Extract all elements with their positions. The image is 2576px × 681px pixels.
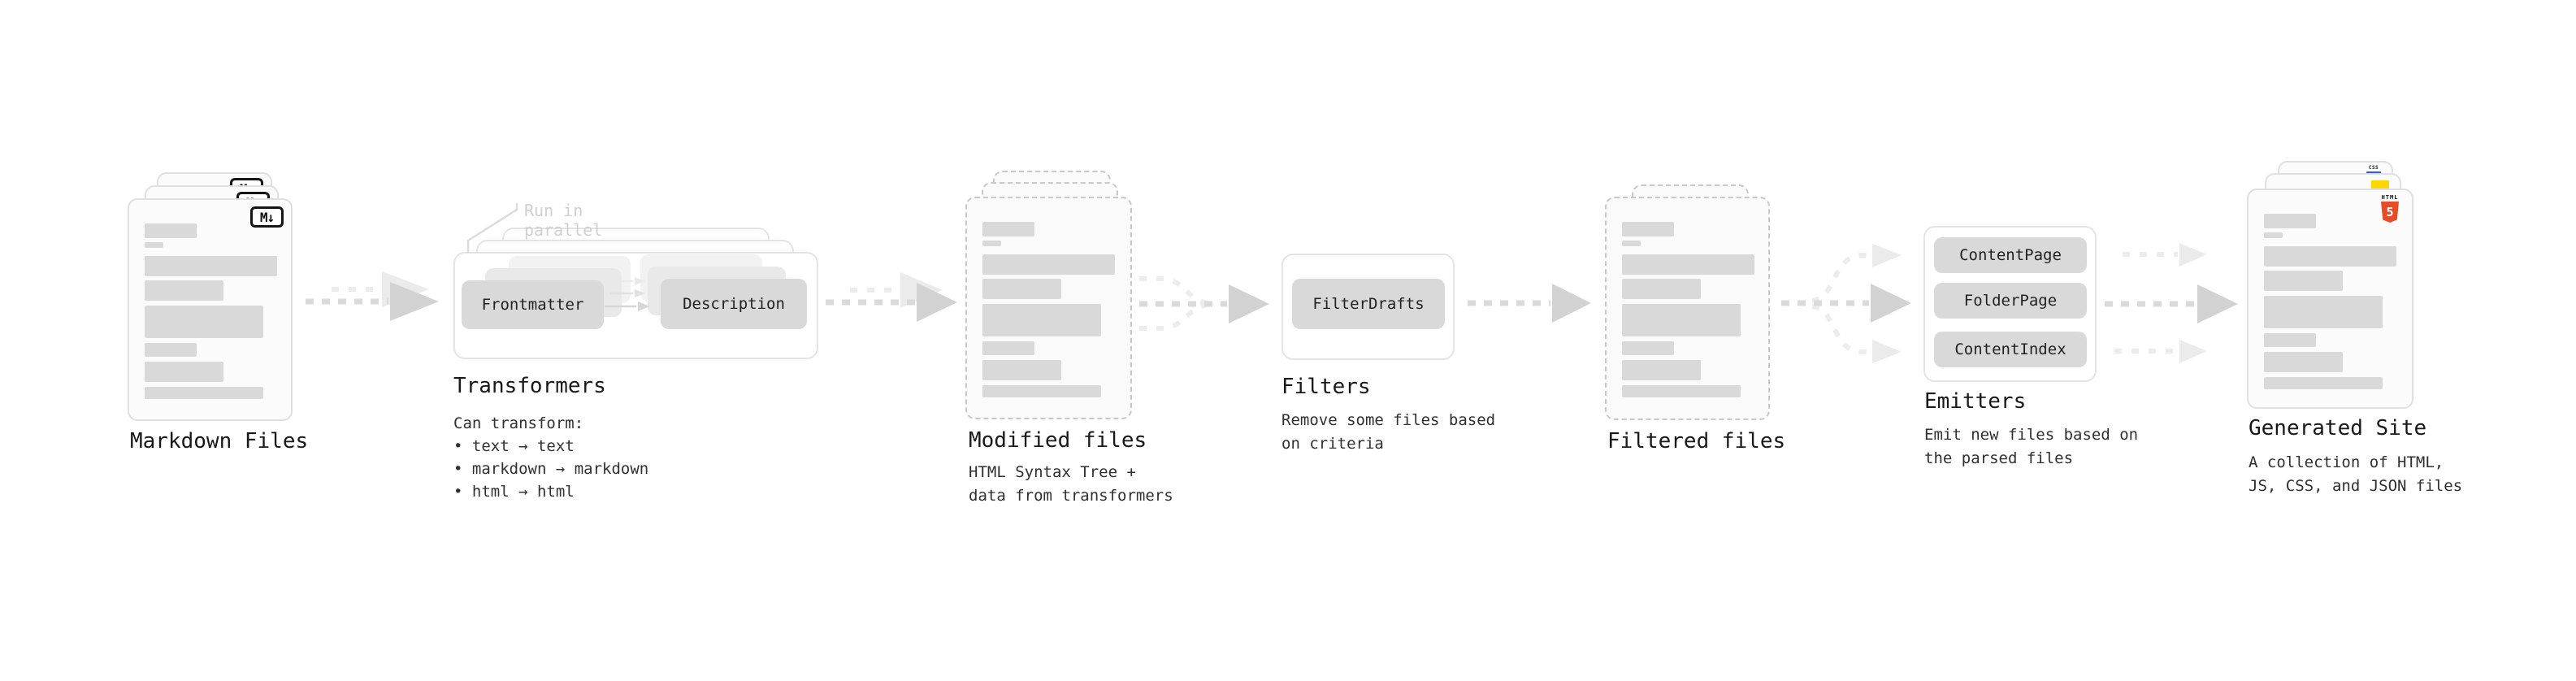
filters-description: Remove some files based on criteria (1281, 409, 1495, 456)
doc-line (982, 360, 1061, 380)
arrow-transformers-to-modified-icon (826, 272, 957, 322)
description-line: HTML Syntax Tree + (969, 463, 1136, 481)
doc-line (145, 343, 197, 357)
doc-line (1622, 279, 1701, 299)
bullet-line: • markdown → markdown (453, 460, 649, 478)
arrow-modified-to-filters-icon (1139, 276, 1269, 331)
file-card-front (965, 197, 1132, 419)
frontmatter-pill: Frontmatter (462, 280, 604, 329)
bullet-line: • text → text (453, 437, 575, 455)
doc-line (1622, 341, 1674, 355)
stage-title-filters: Filters (1281, 375, 1371, 399)
doc-lines (1622, 222, 1754, 397)
doc-line (982, 241, 1001, 246)
doc-line (982, 279, 1061, 299)
contentindex-pill: ContentIndex (1934, 332, 2087, 367)
doc-line (145, 223, 197, 238)
contentpage-pill: ContentPage (1934, 237, 2087, 273)
stage-title-emitters: Emitters (1924, 389, 2027, 414)
emitters-description: Emit new files based on the parsed files (1924, 423, 2138, 471)
doc-line (982, 385, 1101, 397)
doc-line (982, 341, 1034, 355)
doc-line (145, 280, 223, 301)
doc-line (145, 362, 223, 382)
transformers-capabilities: • text → text • markdown → markdown • ht… (453, 435, 648, 503)
file-card-front: M↓ (128, 198, 293, 421)
doc-line (145, 256, 277, 276)
doc-lines (2264, 214, 2396, 389)
description-line: the parsed files (1924, 449, 2074, 467)
css-icon: CSS (2366, 166, 2381, 174)
description-pill: Description (661, 279, 807, 329)
arrow-filters-to-filtered-icon (1468, 284, 1591, 323)
doc-line (2264, 296, 2383, 328)
transformers-intro: Can transform: (453, 414, 584, 432)
doc-line (1622, 304, 1741, 336)
doc-line (2264, 333, 2316, 347)
stage-title-transformers: Transformers (453, 374, 606, 398)
javascript-icon (2371, 180, 2389, 189)
doc-line (145, 242, 163, 248)
doc-line (1622, 254, 1754, 275)
doc-line (1622, 222, 1674, 236)
folderpage-pill: FolderPage (1934, 283, 2087, 319)
doc-line (982, 254, 1115, 275)
doc-lines (145, 223, 277, 399)
doc-line (2264, 377, 2383, 389)
doc-line (2264, 232, 2283, 238)
arrow-emitters-to-generated-icon (2105, 243, 2238, 363)
stage-title-markdown-files: Markdown Files (130, 429, 309, 453)
doc-line (982, 304, 1101, 336)
doc-line (2264, 246, 2396, 267)
file-card-front: HTML 5 (2247, 189, 2413, 409)
doc-line (145, 387, 263, 399)
doc-line (1622, 241, 1641, 246)
doc-line (2264, 271, 2343, 291)
description-line: data from transformers (969, 487, 1173, 505)
run-in-parallel-note: Run in parallel (524, 201, 603, 240)
doc-line (1622, 385, 1741, 397)
doc-line (982, 222, 1034, 236)
file-card-front (1605, 197, 1770, 420)
description-line: on criteria (1281, 435, 1384, 453)
html5-icon: HTML 5 (2380, 194, 2400, 223)
description-line: Emit new files based on (1924, 426, 2139, 444)
stage-title-modified-files: Modified files (969, 428, 1147, 453)
markdown-icon: M↓ (250, 206, 284, 228)
description-line: A collection of HTML, (2249, 453, 2444, 471)
doc-line (2264, 352, 2343, 372)
doc-line (145, 306, 263, 338)
stage-title-filtered-files: Filtered files (1607, 429, 1786, 453)
arrow-filtered-to-emitters-icon (1781, 244, 1911, 363)
doc-line (1622, 360, 1701, 380)
doc-line (2264, 214, 2316, 228)
generated-site-description: A collection of HTML, JS, CSS, and JSON … (2249, 451, 2462, 498)
description-line: JS, CSS, and JSON files (2249, 477, 2463, 495)
description-line: Remove some files based (1281, 411, 1496, 429)
filterdrafts-pill: FilterDrafts (1292, 279, 1445, 329)
arrow-markdown-to-transformers-icon (306, 271, 439, 321)
bullet-line: • html → html (453, 483, 575, 501)
stage-title-generated-site: Generated Site (2249, 416, 2427, 440)
doc-lines (982, 222, 1115, 397)
modified-files-description: HTML Syntax Tree + data from transformer… (969, 461, 1173, 508)
